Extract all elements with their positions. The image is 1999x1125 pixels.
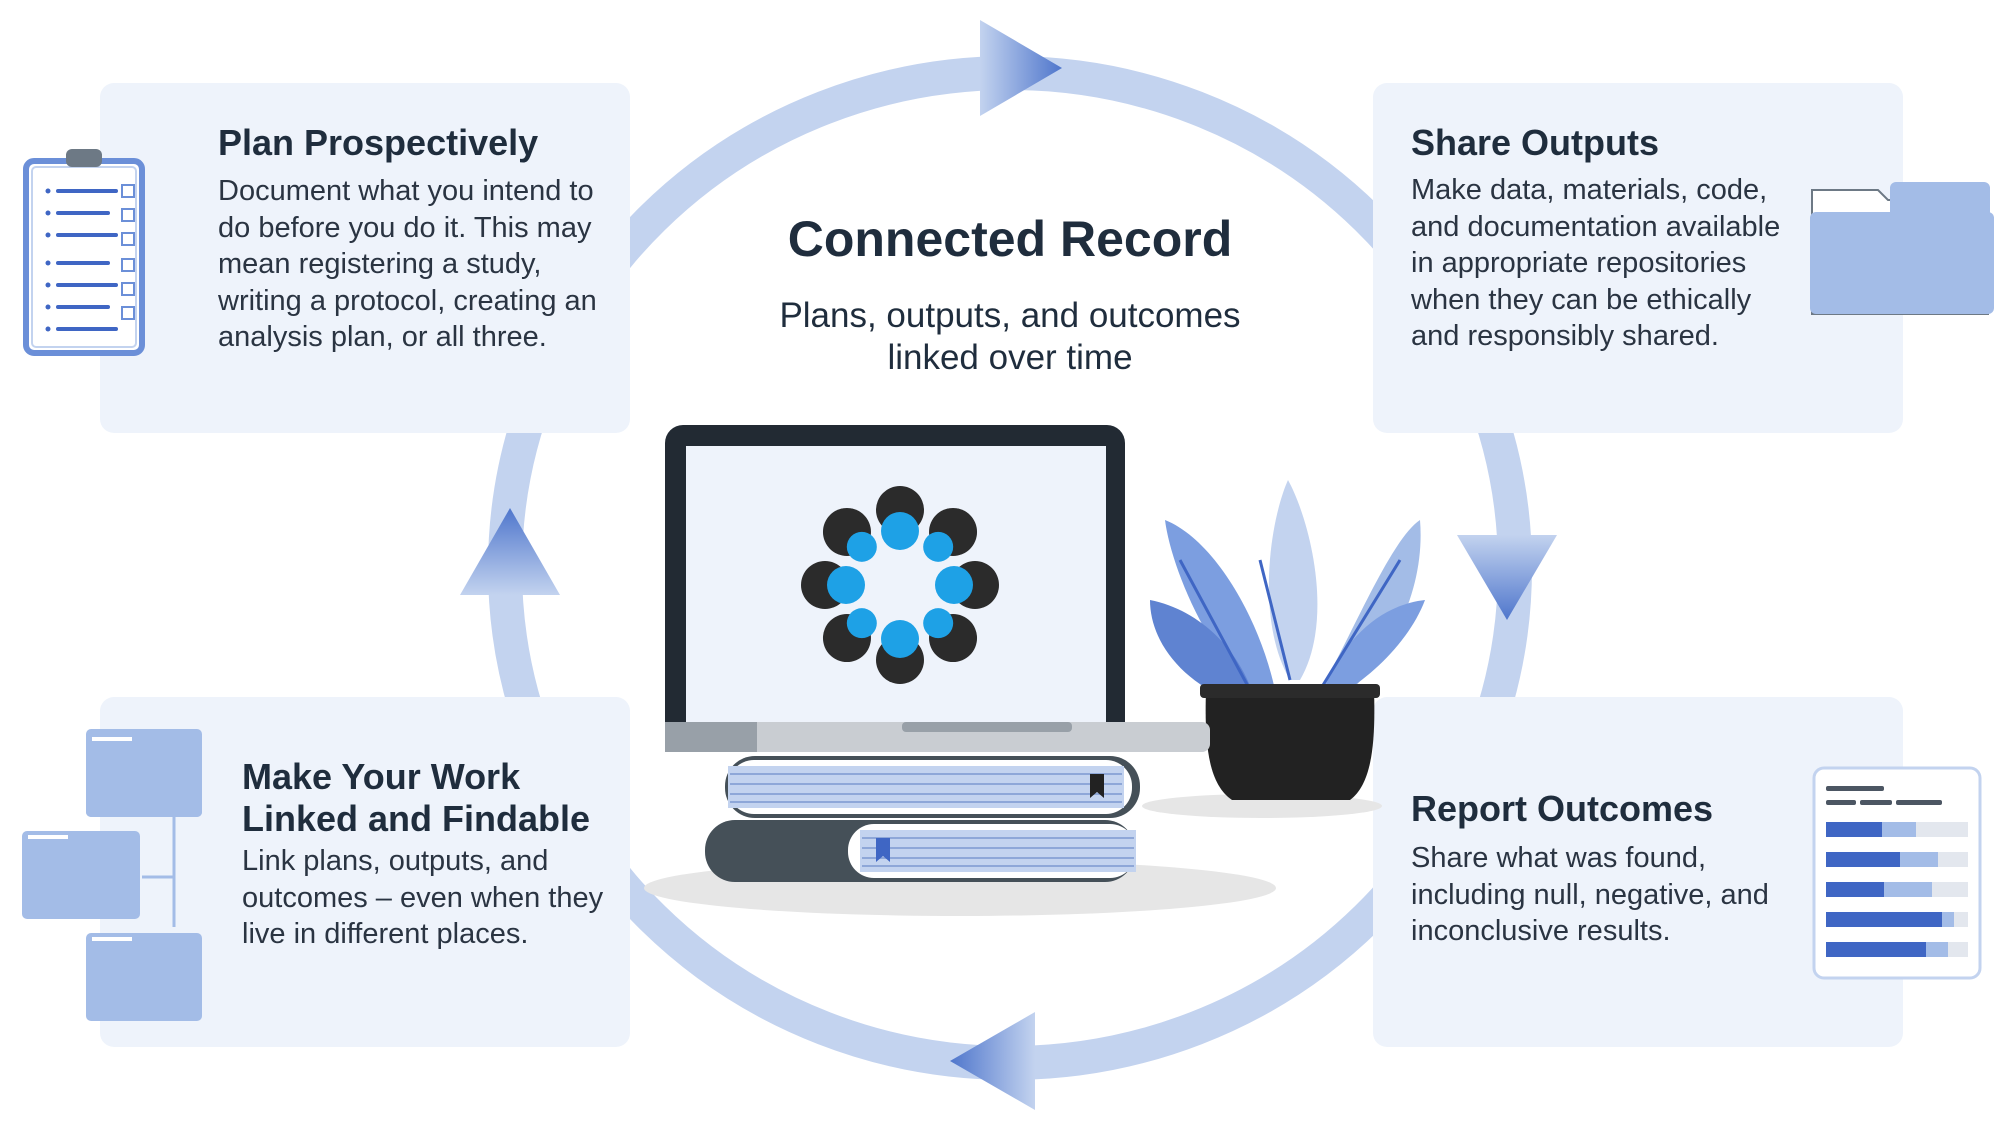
- logo-inner-dot: [881, 512, 919, 550]
- logo-inner-dot: [846, 608, 877, 639]
- logo-inner-dot: [827, 566, 865, 604]
- books-icon: [705, 756, 1140, 882]
- center-title: Connected Record: [787, 211, 1233, 267]
- arrow-up-icon: [460, 508, 560, 595]
- logo-inner-dot: [923, 531, 954, 562]
- plan-card: [100, 83, 630, 433]
- folder-icon: [1810, 182, 1994, 315]
- logo-icon: [801, 486, 999, 684]
- results-report-icon: [1812, 766, 1982, 980]
- report-card-body: Share what was found, including null, ne…: [1411, 842, 1769, 947]
- clipboard-checklist-icon: [23, 149, 145, 356]
- arrow-down-icon: [1457, 535, 1557, 620]
- plan-card-body: Document what you intend to do before yo…: [218, 175, 597, 353]
- link-card-body: Link plans, outputs, and outcomes – even…: [242, 845, 604, 950]
- share-card-body: Make data, materials, code, and document…: [1411, 174, 1781, 352]
- plant-icon: [1150, 480, 1425, 800]
- arrow-left-icon: [950, 1012, 1035, 1110]
- logo-inner-dot: [881, 620, 919, 658]
- linked-folders-icon: [22, 729, 202, 1021]
- center-subtitle: Plans, outputs, and outcomes linked over…: [779, 296, 1241, 377]
- report-card-title: Report Outcomes: [1411, 788, 1714, 829]
- arrow-right-icon: [980, 20, 1062, 116]
- plan-card-title: Plan Prospectively: [218, 122, 539, 163]
- logo-inner-dot: [923, 608, 954, 639]
- logo-inner-dot: [846, 531, 877, 562]
- share-card-title: Share Outputs: [1411, 122, 1660, 163]
- logo-inner-dot: [935, 566, 973, 604]
- link-card-title: Make Your Work Linked and Findable: [242, 756, 591, 839]
